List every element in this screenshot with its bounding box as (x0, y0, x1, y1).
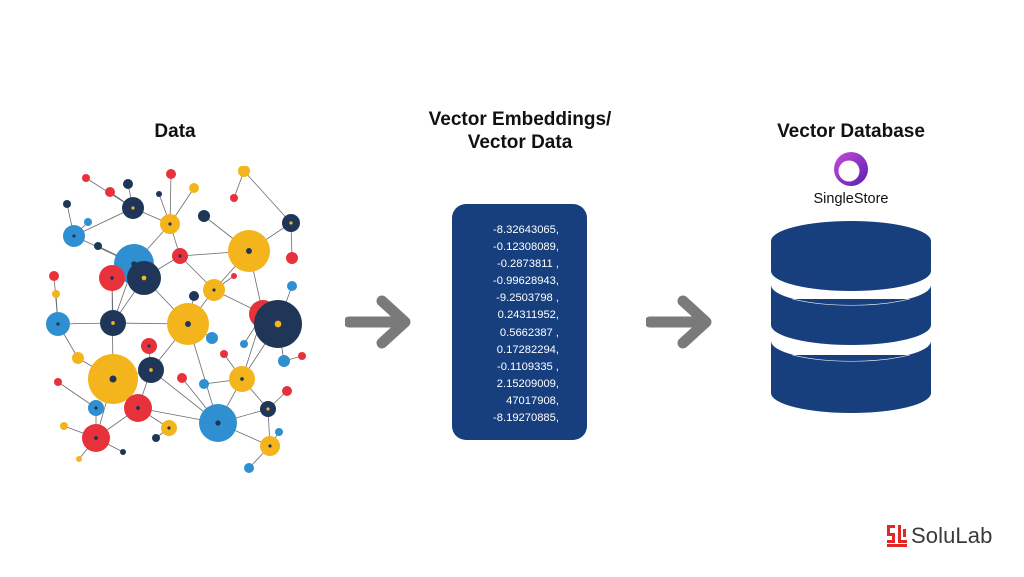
network-node (82, 174, 90, 182)
network-node (244, 463, 254, 473)
network-node (54, 378, 62, 386)
network-node (260, 436, 280, 456)
network-node (161, 420, 177, 436)
vector-heading-line-1: Vector Embeddings/ (428, 109, 612, 130)
network-node (275, 428, 283, 436)
vector-value: 47017908, (506, 394, 559, 407)
network-node (100, 310, 126, 336)
vector-value: 0.24311952, (497, 309, 559, 322)
network-node (152, 434, 160, 442)
network-node (124, 394, 152, 422)
network-node (286, 252, 298, 264)
network-node (203, 279, 225, 301)
network-node (52, 290, 60, 298)
vector-value: -8.19270885, (493, 412, 559, 425)
network-node (99, 265, 125, 291)
solulab-brand: SoluLab (887, 523, 992, 549)
network-node (260, 401, 276, 417)
network-node (120, 449, 126, 455)
vector-value: 0.5662387 , (499, 326, 559, 339)
network-node (229, 366, 255, 392)
network-node (123, 179, 133, 189)
network-node (231, 273, 237, 279)
network-node (282, 214, 300, 232)
database-icon (768, 221, 934, 413)
network-node (105, 187, 115, 197)
network-node (189, 291, 199, 301)
network-node (206, 332, 218, 344)
vector-value: -0.2873811 , (497, 258, 559, 271)
network-node (94, 242, 102, 250)
network-node (177, 373, 187, 383)
network-node (160, 214, 180, 234)
vector-value: -8.32643065, (493, 224, 559, 236)
network-node (282, 386, 292, 396)
network-node (138, 357, 164, 383)
network-node (287, 281, 297, 291)
solulab-wordmark: SoluLab (911, 523, 993, 548)
vector-database-heading: Vector Database (777, 121, 925, 142)
vector-value: -0.12308089, (493, 241, 559, 254)
data-heading: Data (154, 121, 196, 142)
singlestore-label: SingleStore (813, 191, 889, 207)
network-node (189, 183, 199, 193)
network-node (167, 303, 209, 345)
vector-heading-line-2: Vector Data (467, 132, 573, 153)
network-node (240, 340, 248, 348)
network-node (166, 169, 176, 179)
network-node (72, 352, 84, 364)
network-edge (243, 170, 292, 224)
vector-values-list: -8.32643065, -0.12308089, -0.2873811 , -0.9… (452, 222, 559, 427)
network-node (88, 400, 104, 416)
network-node (127, 261, 161, 295)
network-node (199, 379, 209, 389)
network-node (228, 230, 270, 272)
network-node (278, 355, 290, 367)
network-node (141, 338, 157, 354)
vector-embeddings-box: -8.32643065, -0.12308089, -0.2873811 , -0.9… (452, 204, 587, 440)
network-node (63, 200, 71, 208)
network-node (84, 218, 92, 226)
network-node (76, 456, 82, 462)
network-node (172, 248, 188, 264)
network-node (46, 312, 70, 336)
network-node (220, 350, 228, 358)
singlestore-logo (834, 152, 868, 186)
network-node (198, 210, 210, 222)
network-node (82, 424, 110, 452)
network-node (63, 225, 85, 247)
network-node (254, 300, 302, 348)
vector-value: 2.15209009, (496, 377, 559, 390)
network-node (49, 271, 59, 281)
vector-value: -0.99628943, (493, 275, 559, 288)
network-node (298, 352, 306, 360)
arrow-right-icon (345, 295, 411, 349)
network-node (230, 194, 238, 202)
solulab-logo (887, 525, 907, 547)
vector-value: -0.1109335 , (497, 360, 559, 373)
network-node (238, 166, 250, 177)
network-node (122, 197, 144, 219)
network-node (156, 191, 162, 197)
vector-value: -9.2503798 , (496, 292, 559, 305)
network-node (199, 404, 237, 442)
data-network-illustration (46, 166, 306, 473)
arrow-right-icon (646, 295, 712, 349)
network-node (88, 354, 138, 404)
network-node (60, 422, 68, 430)
vector-embeddings-heading: Vector Embeddings/ Vector Data (395, 108, 645, 154)
vector-value: 0.17282294, (496, 343, 559, 356)
